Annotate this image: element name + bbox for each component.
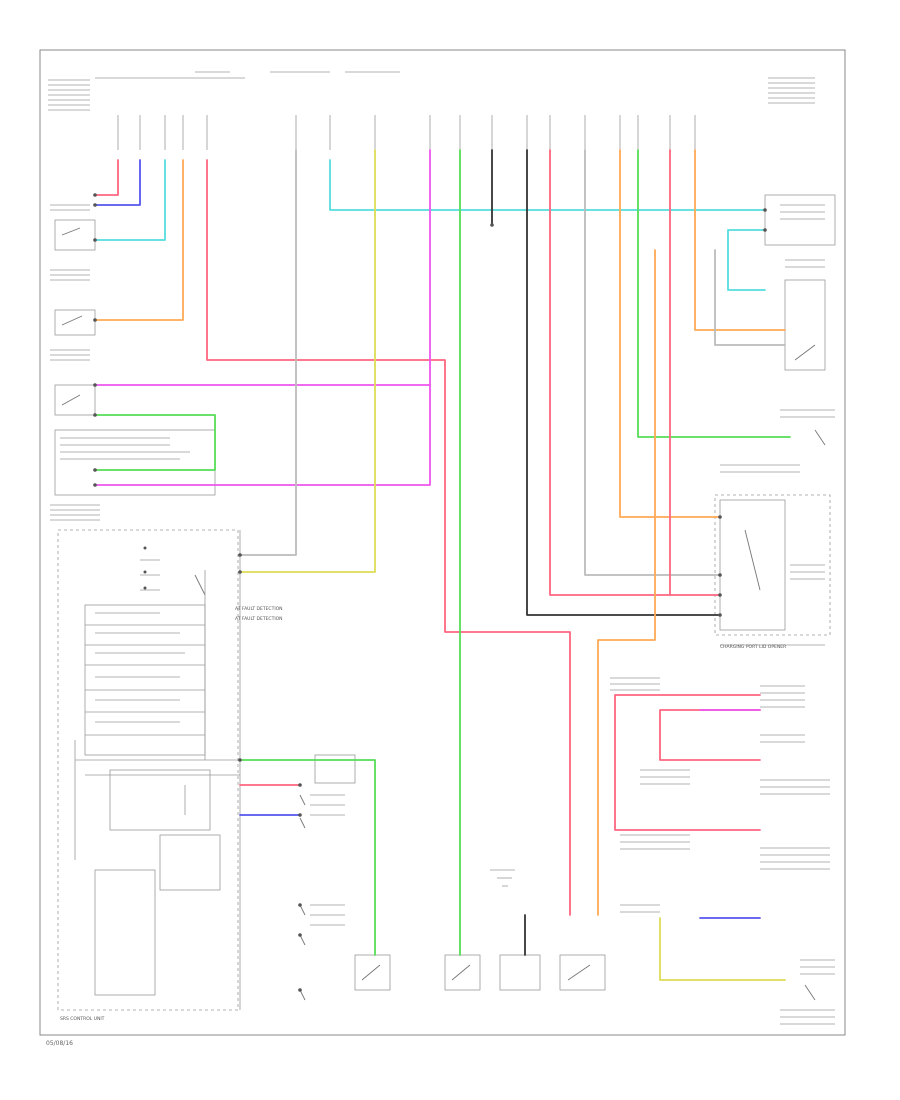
terminal-dot — [238, 553, 242, 557]
module-title: SRS CONTROL UNIT — [60, 1016, 105, 1022]
terminal-dot — [718, 515, 722, 519]
terminal-dot — [298, 783, 302, 787]
right-switch-box — [784, 279, 826, 371]
terminal-dot — [93, 483, 97, 487]
top-left-label-stack — [48, 79, 90, 111]
wire-green-right — [637, 149, 791, 438]
terminal-dot — [238, 758, 242, 762]
combination-switch-box — [719, 499, 786, 631]
terminal-dot — [298, 813, 302, 817]
terminal-dot — [93, 383, 97, 387]
wire-black-2 — [526, 149, 721, 616]
terminal-dot — [238, 570, 242, 574]
terminal-dot — [93, 238, 97, 242]
terminal-dot — [93, 413, 97, 417]
terminal-dot — [298, 903, 302, 907]
terminal-dot — [490, 223, 494, 227]
page-footer: 05/08/16 — [46, 1040, 73, 1047]
left-components — [50, 204, 216, 496]
wire-pink-main — [206, 159, 571, 916]
combination-switch-outline — [714, 494, 831, 636]
wire-blue-left — [94, 159, 141, 206]
srs-unit-dashed-outline — [57, 529, 239, 1011]
wire-cyan-top — [329, 159, 766, 211]
terminal-dot — [718, 573, 722, 577]
bottom-connector-3 — [499, 954, 541, 991]
wire-pink-lower-right — [659, 709, 761, 761]
wire-yellow-mid — [239, 149, 376, 573]
terminal-dot — [763, 228, 767, 232]
wire-cyan-right — [727, 229, 766, 291]
wire-cyan-left — [94, 159, 166, 241]
left-door-sensor-box — [314, 754, 356, 784]
terminal-dot — [718, 593, 722, 597]
wire-gray-mid — [239, 149, 297, 556]
parking-brake-switch-box — [54, 219, 96, 251]
diagram-frame — [39, 49, 846, 1036]
wire-magenta-2 — [94, 384, 431, 486]
terminal-dot — [298, 933, 302, 937]
srs-unit-driver-block — [159, 834, 221, 891]
wire-orange-left — [94, 159, 184, 321]
srs-control-unit — [50, 504, 241, 1011]
bottom-switch-2 — [444, 954, 481, 991]
wire-yellow-lower-right — [659, 917, 786, 981]
wire-red-lower-right — [614, 694, 761, 831]
wire-magenta-1 — [94, 149, 431, 386]
legend-line-1: AT FAULT DETECTION — [235, 606, 283, 612]
terminal-dots — [93, 193, 767, 992]
terminal-dot — [93, 193, 97, 197]
right-components — [610, 194, 836, 1025]
terminal-dot — [718, 613, 722, 617]
wire-green-lower — [239, 759, 376, 956]
terminal-dot — [298, 988, 302, 992]
top-terminal-ticks — [117, 115, 696, 150]
bottom-switch-4 — [559, 954, 606, 991]
inset-title: CHARGING PORT LID OPENER — [720, 644, 786, 650]
wire-orange-right — [619, 149, 721, 518]
terminal-dot — [93, 468, 97, 472]
bottom-switches — [354, 869, 606, 991]
bottom-switch-1 — [354, 954, 391, 991]
wire-green-1 — [94, 414, 216, 471]
wire-orange-far-right — [694, 149, 786, 331]
brake-fluid-switch-box — [54, 309, 96, 336]
srs-unit-sensor-block — [109, 769, 211, 831]
srs-unit-lower-block — [94, 869, 156, 996]
wires — [94, 149, 791, 981]
wire-gray-right — [584, 149, 721, 576]
wire-red-right — [549, 149, 721, 596]
wire-orange-lower — [597, 249, 656, 916]
top-right-label-stack — [768, 77, 815, 104]
top-header-area — [95, 71, 400, 79]
terminal-dot — [93, 203, 97, 207]
front-seat-switch-box — [54, 384, 96, 416]
wire-pink-left — [94, 159, 119, 196]
legend-line-2: AT FAULT DETECTION — [235, 616, 283, 622]
lower-left-sensors — [299, 754, 356, 1001]
right-top-unit-box — [764, 194, 836, 246]
terminal-dot — [763, 208, 767, 212]
srs-unit-inner-block — [84, 604, 206, 756]
parking-brake-switch-contact — [61, 227, 81, 236]
wire-gray-far-right — [714, 249, 786, 346]
terminal-dot — [93, 318, 97, 322]
